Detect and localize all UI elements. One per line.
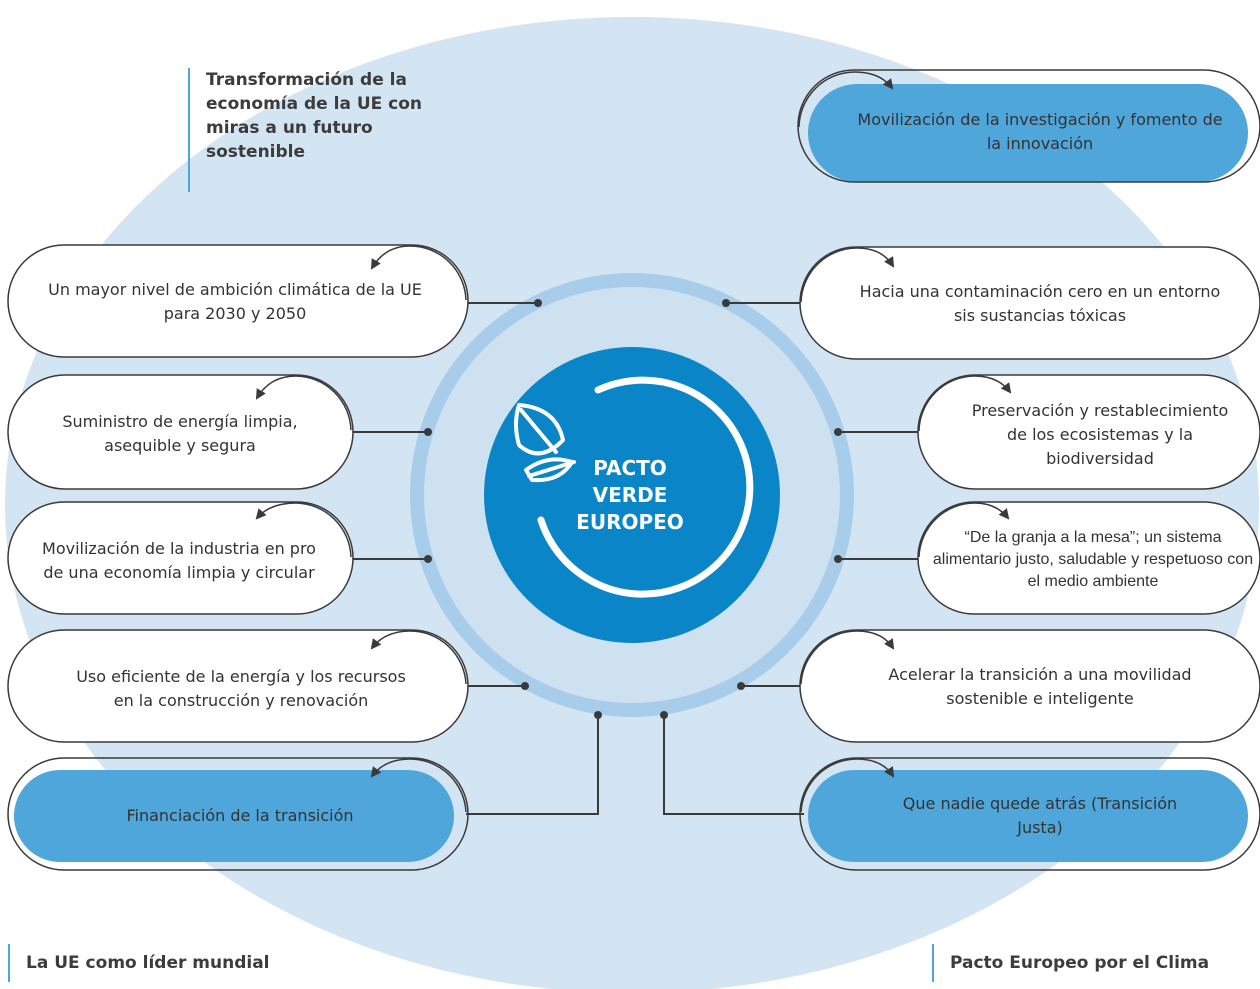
left-pill-1 <box>7 244 469 358</box>
item-investigacion-innovacion: Movilización de la investigación y fomen… <box>857 110 1223 153</box>
left-pill-2 <box>7 374 354 490</box>
heading-lider-mundial: La UE como líder mundial <box>8 944 328 982</box>
item-movilidad-sostenible: Acelerar la transición a una movilidad s… <box>888 665 1192 708</box>
left-pill-4 <box>7 629 469 743</box>
heading-transformacion: Transformación de la economía de la UE c… <box>188 68 458 192</box>
right-pill-3 <box>917 374 1260 490</box>
right-pill-4 <box>917 501 1260 615</box>
item-energia-limpia: Suministro de energía limpia, asequible … <box>62 412 298 455</box>
center-arc <box>537 376 754 598</box>
right-pill-6 <box>799 757 1260 871</box>
connector-dots <box>424 299 842 719</box>
center-title-line-2: VERDE <box>592 483 668 507</box>
item-eficiencia-construccion: Uso eficiente de la energía y los recurs… <box>76 667 406 710</box>
center-title-line-3: EUROPEO <box>576 510 684 534</box>
item-ecosistemas-biodiversidad: Preservación y restablecimiento de los e… <box>971 401 1229 468</box>
item-financiacion: Financiación de la transición <box>126 806 354 825</box>
left-pill-3 <box>7 501 354 615</box>
leaf-icon <box>514 403 576 483</box>
right-pill-5 <box>799 629 1260 743</box>
center-title: PACTO VERDE EUROPEO <box>560 455 700 536</box>
heading-pacto-clima: Pacto Europeo por el Clima <box>932 944 1252 982</box>
center-circle <box>484 347 780 643</box>
item-ambicion-climatica: Un mayor nivel de ambición climática de … <box>48 280 422 323</box>
item-industria-circular: Movilización de la industria en pro de u… <box>42 539 316 582</box>
connectors <box>350 302 918 815</box>
center-title-line-1: PACTO <box>593 456 667 480</box>
right-pill-1 <box>797 69 1260 183</box>
item-contaminacion-cero: Hacia una contaminación cero en un entor… <box>859 282 1221 325</box>
item-transicion-justa: Que nadie quede atrás (Transición Justa) <box>902 794 1178 837</box>
right-pill-2 <box>799 246 1260 360</box>
item-granja-mesa: “De la granja a la mesa”; un sistema ali… <box>932 529 1254 590</box>
left-pill-5 <box>7 757 469 871</box>
